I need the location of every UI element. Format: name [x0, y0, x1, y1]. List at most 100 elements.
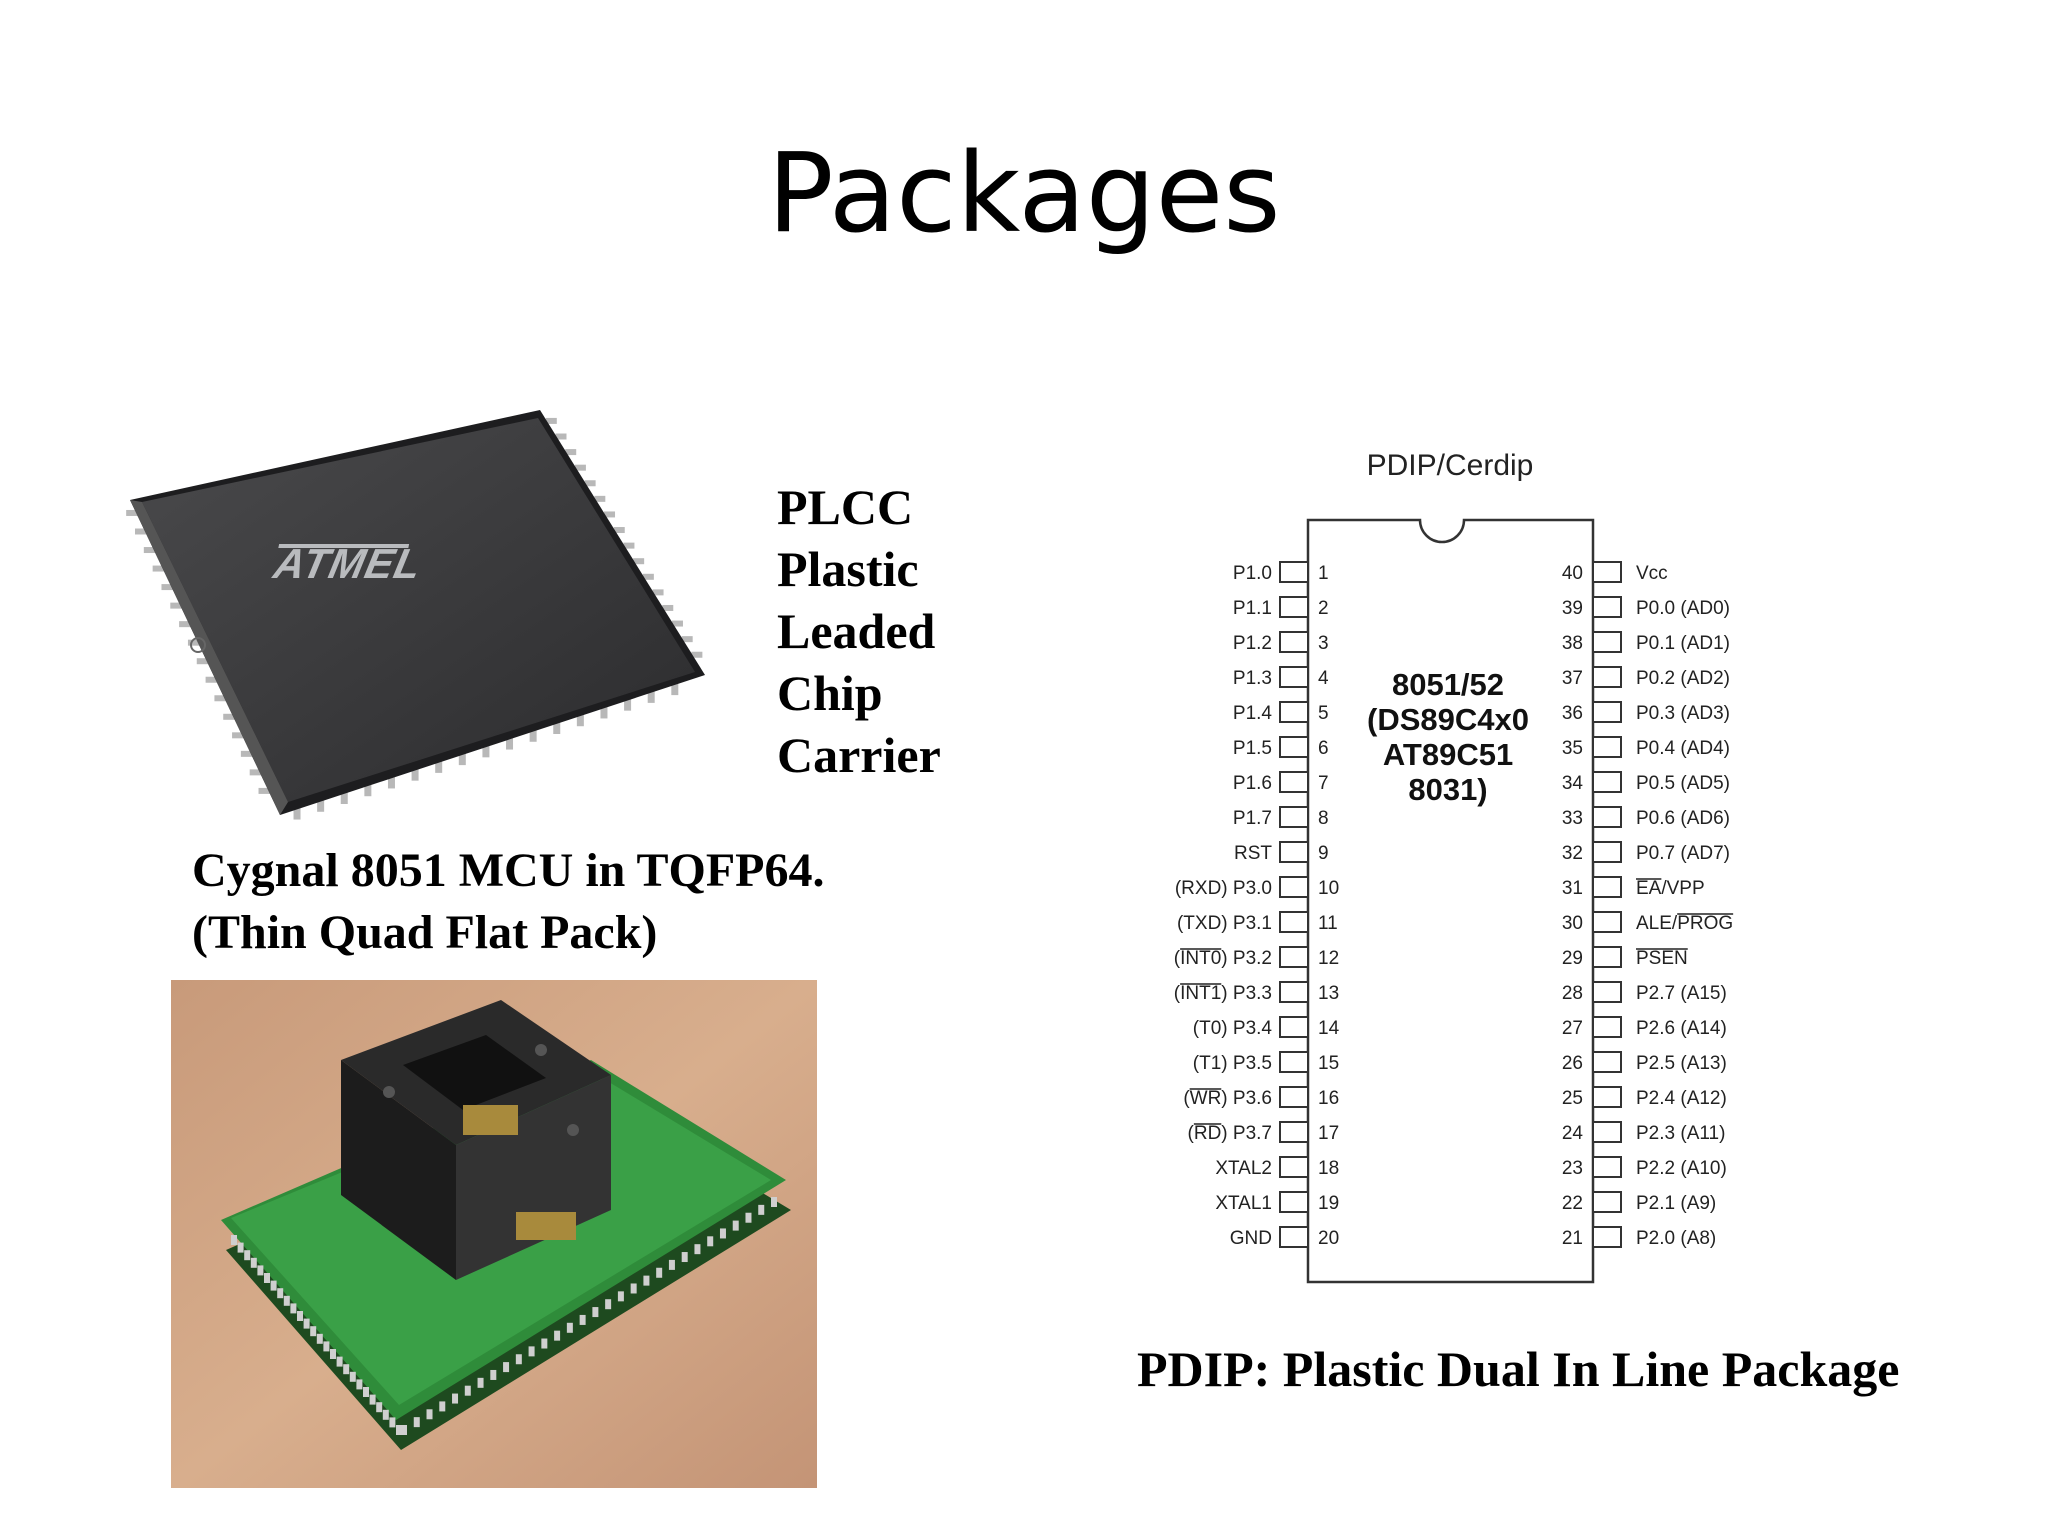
- pin-box: [1592, 1191, 1622, 1213]
- pdip-pinout-diagram: PDIP/Cerdip 8051/52 (DS89C4x0 AT89C51 80…: [1174, 449, 1734, 1284]
- pin-name: (TXD) P3.1: [1177, 913, 1272, 934]
- tqfp-pin: [310, 1326, 317, 1337]
- plcc-pin: [623, 542, 635, 549]
- tqfp-pin: [389, 1417, 396, 1428]
- pin-name: Vcc: [1636, 563, 1668, 584]
- pin-name: P0.4 (AD4): [1636, 738, 1730, 759]
- pin-number: 9: [1318, 843, 1329, 864]
- pin-number: 21: [1562, 1228, 1583, 1249]
- pin-number: 30: [1562, 913, 1583, 934]
- chip-label-line: AT89C51: [1383, 737, 1513, 772]
- pin-box: [1592, 1086, 1622, 1108]
- tqfp-adapter-photo: [171, 980, 817, 1488]
- pin-box: [1279, 701, 1309, 723]
- tqfp-pin: [356, 1379, 363, 1390]
- pin-box: [1279, 841, 1309, 863]
- plcc-pin: [143, 547, 156, 554]
- tqfp-pin: [323, 1341, 330, 1352]
- tqfp-pin: [515, 1354, 522, 1365]
- plcc-pin: [624, 698, 632, 711]
- tqfp-pin: [369, 1394, 376, 1405]
- plcc-pin: [249, 769, 262, 776]
- pin-number: 16: [1318, 1088, 1339, 1109]
- plcc-chip-image: ATMEL: [126, 410, 705, 820]
- pin-name: (INT0) P3.2: [1174, 948, 1272, 969]
- tqfp-pin: [270, 1280, 277, 1291]
- tqfp-pin: [643, 1275, 650, 1286]
- pin-number: 17: [1318, 1123, 1339, 1144]
- tqfp-pin: [771, 1197, 777, 1207]
- pdip-chip-label: 8051/52 (DS89C4x0 AT89C51 8031): [1367, 667, 1529, 807]
- tqfp-pin: [592, 1307, 599, 1318]
- pin-name: P0.2 (AD2): [1636, 668, 1730, 689]
- pin-box: [1592, 1226, 1622, 1248]
- plcc-pin: [364, 784, 372, 797]
- plcc-pin: [258, 787, 271, 794]
- pin-box: [1279, 806, 1309, 828]
- pin-number: 4: [1318, 668, 1329, 689]
- pin-box: [1592, 1051, 1622, 1073]
- plcc-pin: [435, 760, 443, 773]
- pin-name: P2.4 (A12): [1636, 1088, 1727, 1109]
- chip-label-line: 8031): [1408, 772, 1487, 807]
- atmel-logo-text: ATMEL: [269, 540, 426, 586]
- pin-name: PSEN: [1636, 948, 1688, 969]
- pin-name: P1.3: [1233, 668, 1272, 689]
- tqfp-pin: [283, 1295, 290, 1306]
- pin-box: [1279, 1016, 1309, 1038]
- plcc-pin: [681, 636, 693, 643]
- tqfp-pin: [426, 1409, 433, 1420]
- plcc-pin: [691, 651, 703, 658]
- pin-box: [1279, 736, 1309, 758]
- chip-label-line: 8051/52: [1392, 667, 1504, 702]
- pin-box: [1592, 911, 1622, 933]
- pin-number: 29: [1562, 948, 1583, 969]
- plcc-pin: [671, 620, 683, 627]
- pin-name: P1.7: [1233, 808, 1272, 829]
- tqfp-pin: [330, 1349, 336, 1359]
- pin-number: 32: [1562, 843, 1583, 864]
- plcc-pin: [152, 565, 165, 572]
- pin-name: (INT1) P3.3: [1174, 983, 1272, 1004]
- pin-number: 23: [1562, 1158, 1583, 1179]
- pin-box: [1279, 561, 1309, 583]
- pin-number: 34: [1562, 773, 1584, 794]
- plcc-pin: [196, 658, 209, 665]
- pin-box: [1592, 771, 1622, 793]
- tqfp-pin: [401, 1425, 407, 1435]
- pin-name: XTAL2: [1215, 1158, 1272, 1179]
- plcc-pin: [223, 713, 236, 720]
- plcc-pin: [642, 573, 654, 580]
- pin-number: 27: [1562, 1018, 1583, 1039]
- pin-box: [1279, 911, 1309, 933]
- plcc-pin: [135, 528, 147, 535]
- tqfp-caption: Cygnal 8051 MCU in TQFP64. (Thin Quad Fl…: [192, 840, 824, 964]
- pin-name: EA/VPP: [1636, 878, 1705, 899]
- pin-box: [1279, 946, 1309, 968]
- plcc-pin: [387, 776, 395, 789]
- pin-number: 39: [1562, 598, 1583, 619]
- plcc-pin: [170, 602, 183, 609]
- pdip-left-pins: 1P1.02P1.13P1.24P1.35P1.46P1.57P1.68P1.7…: [1174, 561, 1340, 1249]
- pin-number: 18: [1318, 1158, 1339, 1179]
- atmel-logo: ATMEL: [269, 540, 426, 586]
- pin-name: (WR) P3.6: [1183, 1088, 1272, 1109]
- pin-name: P1.5: [1233, 738, 1272, 759]
- tqfp-pin: [297, 1311, 303, 1321]
- pin-box: [1279, 876, 1309, 898]
- pin-name: P1.6: [1233, 773, 1272, 794]
- pin-number: 35: [1562, 738, 1583, 759]
- pin-number: 22: [1562, 1193, 1583, 1214]
- plcc-pin: [240, 750, 253, 757]
- tqfp-pin: [343, 1364, 350, 1375]
- pin-box: [1279, 1156, 1309, 1178]
- pin-name: P0.1 (AD1): [1636, 633, 1730, 654]
- pin-number: 33: [1562, 808, 1583, 829]
- plcc-pin: [293, 807, 301, 820]
- pin-name: P2.1 (A9): [1636, 1193, 1716, 1214]
- pin-name: (RD) P3.7: [1188, 1123, 1272, 1144]
- plcc-pin: [205, 676, 218, 683]
- pin-name: P0.0 (AD0): [1636, 598, 1730, 619]
- pin-number: 40: [1562, 563, 1583, 584]
- plcc-pin: [214, 695, 227, 702]
